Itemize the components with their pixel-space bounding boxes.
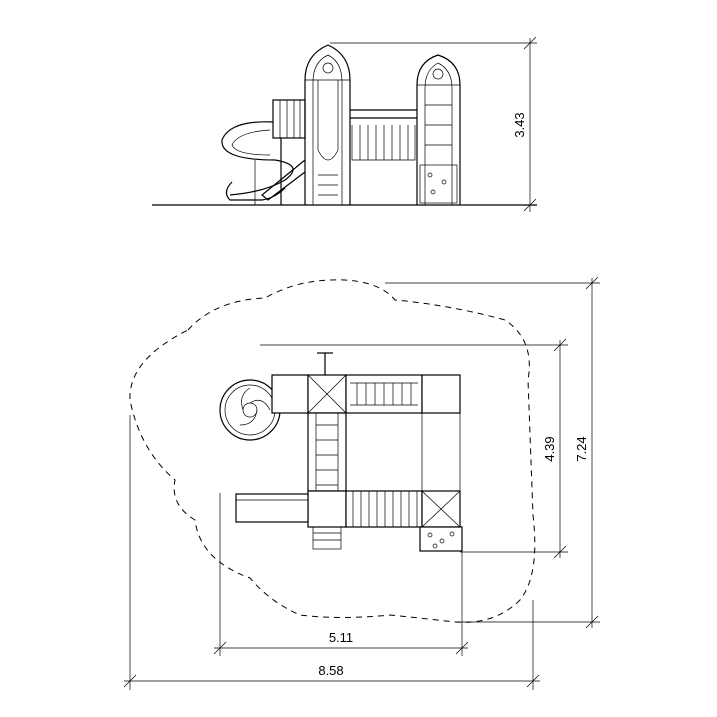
- play-structure-plan: [219, 352, 463, 552]
- straight-slide-elevation: [261, 159, 306, 201]
- structure-width-label: 5.11: [329, 630, 353, 645]
- overall-width-label: 8.58: [318, 663, 343, 678]
- overall-depth-dimension: 7.24: [385, 276, 600, 629]
- tower-right: [416, 54, 461, 205]
- elevation-height-label: 3.43: [512, 112, 527, 137]
- top-bridge-slats: [356, 383, 412, 405]
- structure-depth-label: 4.39: [542, 436, 557, 461]
- bottom-bridge-slats: [352, 491, 418, 527]
- overall-depth-label: 7.24: [574, 436, 589, 461]
- structure-depth-dimension: 4.39: [260, 338, 568, 559]
- rock-climber-plan: [419, 526, 463, 552]
- deck-panel-elevation: [272, 99, 306, 205]
- elevation-height-dimension: 3.43: [330, 36, 537, 212]
- access-steps-plan: [312, 526, 342, 550]
- bridge-elevation: [350, 109, 417, 161]
- ladder-climber-plan: [315, 413, 339, 491]
- plan-view: 4.39 7.24 5.11 8.58: [123, 276, 600, 690]
- spiral-slide-elevation: [221, 121, 294, 205]
- elevation-view: 3.43: [152, 36, 537, 212]
- tower-left: [304, 44, 351, 205]
- spiral-slide-plan: [219, 379, 281, 441]
- overall-width-dimension: 8.58: [123, 415, 540, 690]
- structure-width-dimension: 5.11: [213, 493, 469, 656]
